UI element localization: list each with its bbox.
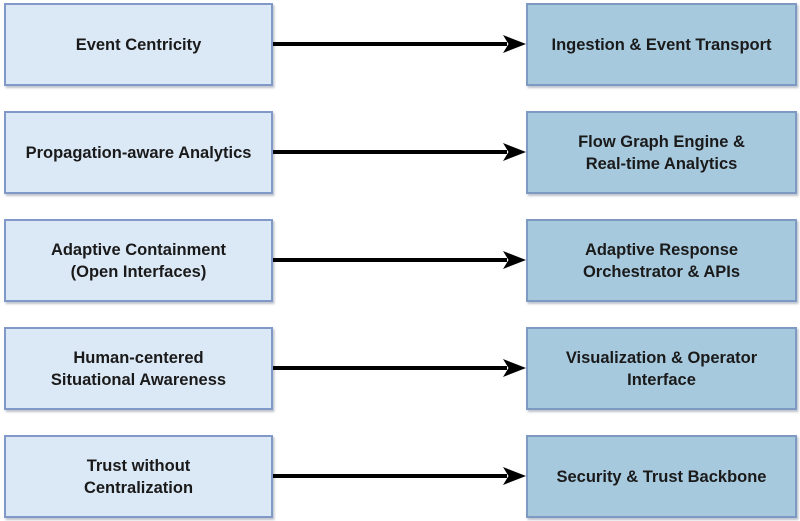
principle-label: Event Centricity [75,35,202,54]
principle-box-propagation-analytics: Propagation-aware Analytics [4,111,273,194]
principle-label: Adaptive Containment [50,240,227,259]
component-label: Visualization & Operator [565,348,758,367]
right-arrow-icon [273,251,526,269]
principle-label-line2: Centralization [83,478,194,497]
principle-label: Trust without [86,456,191,475]
component-label-line2: Interface [627,370,696,389]
component-label-line2: Orchestrator & APIs [582,262,741,281]
principle-box-adaptive-containment: Adaptive Containment (Open Interfaces) [4,219,273,302]
right-arrow-icon [273,467,526,485]
right-arrow-icon [273,143,526,161]
component-label: Security & Trust Backbone [556,467,767,486]
flow-row-4: Human-centered Situational Awareness Vis… [0,327,800,410]
component-label: Adaptive Response [584,240,739,259]
principle-box-event-centricity: Event Centricity [4,3,273,86]
principle-box-human-centered: Human-centered Situational Awareness [4,327,273,410]
component-label-line2: Real-time Analytics [585,154,738,173]
right-arrow-icon [273,35,526,53]
component-box-adaptive-response: Adaptive Response Orchestrator & APIs [526,219,797,302]
component-box-flow-graph-engine: Flow Graph Engine & Real-time Analytics [526,111,797,194]
flow-row-3: Adaptive Containment (Open Interfaces) A… [0,219,800,302]
flow-row-2: Propagation-aware Analytics Flow Graph E… [0,111,800,194]
principle-box-trust-without-centralization: Trust without Centralization [4,435,273,518]
principle-label-line2: (Open Interfaces) [70,262,207,281]
component-box-security-backbone: Security & Trust Backbone [526,435,797,518]
principle-label: Propagation-aware Analytics [25,143,252,162]
flow-row-1: Event Centricity Ingestion & Event Trans… [0,3,800,86]
right-arrow-icon [273,359,526,377]
component-label: Flow Graph Engine & [578,132,745,151]
principle-label-line2: Situational Awareness [50,370,227,389]
component-label: Ingestion & Event Transport [551,35,772,54]
component-box-ingestion: Ingestion & Event Transport [526,3,797,86]
component-box-visualization: Visualization & Operator Interface [526,327,797,410]
principle-label: Human-centered [73,348,204,367]
flow-row-5: Trust without Centralization Security & … [0,435,800,518]
